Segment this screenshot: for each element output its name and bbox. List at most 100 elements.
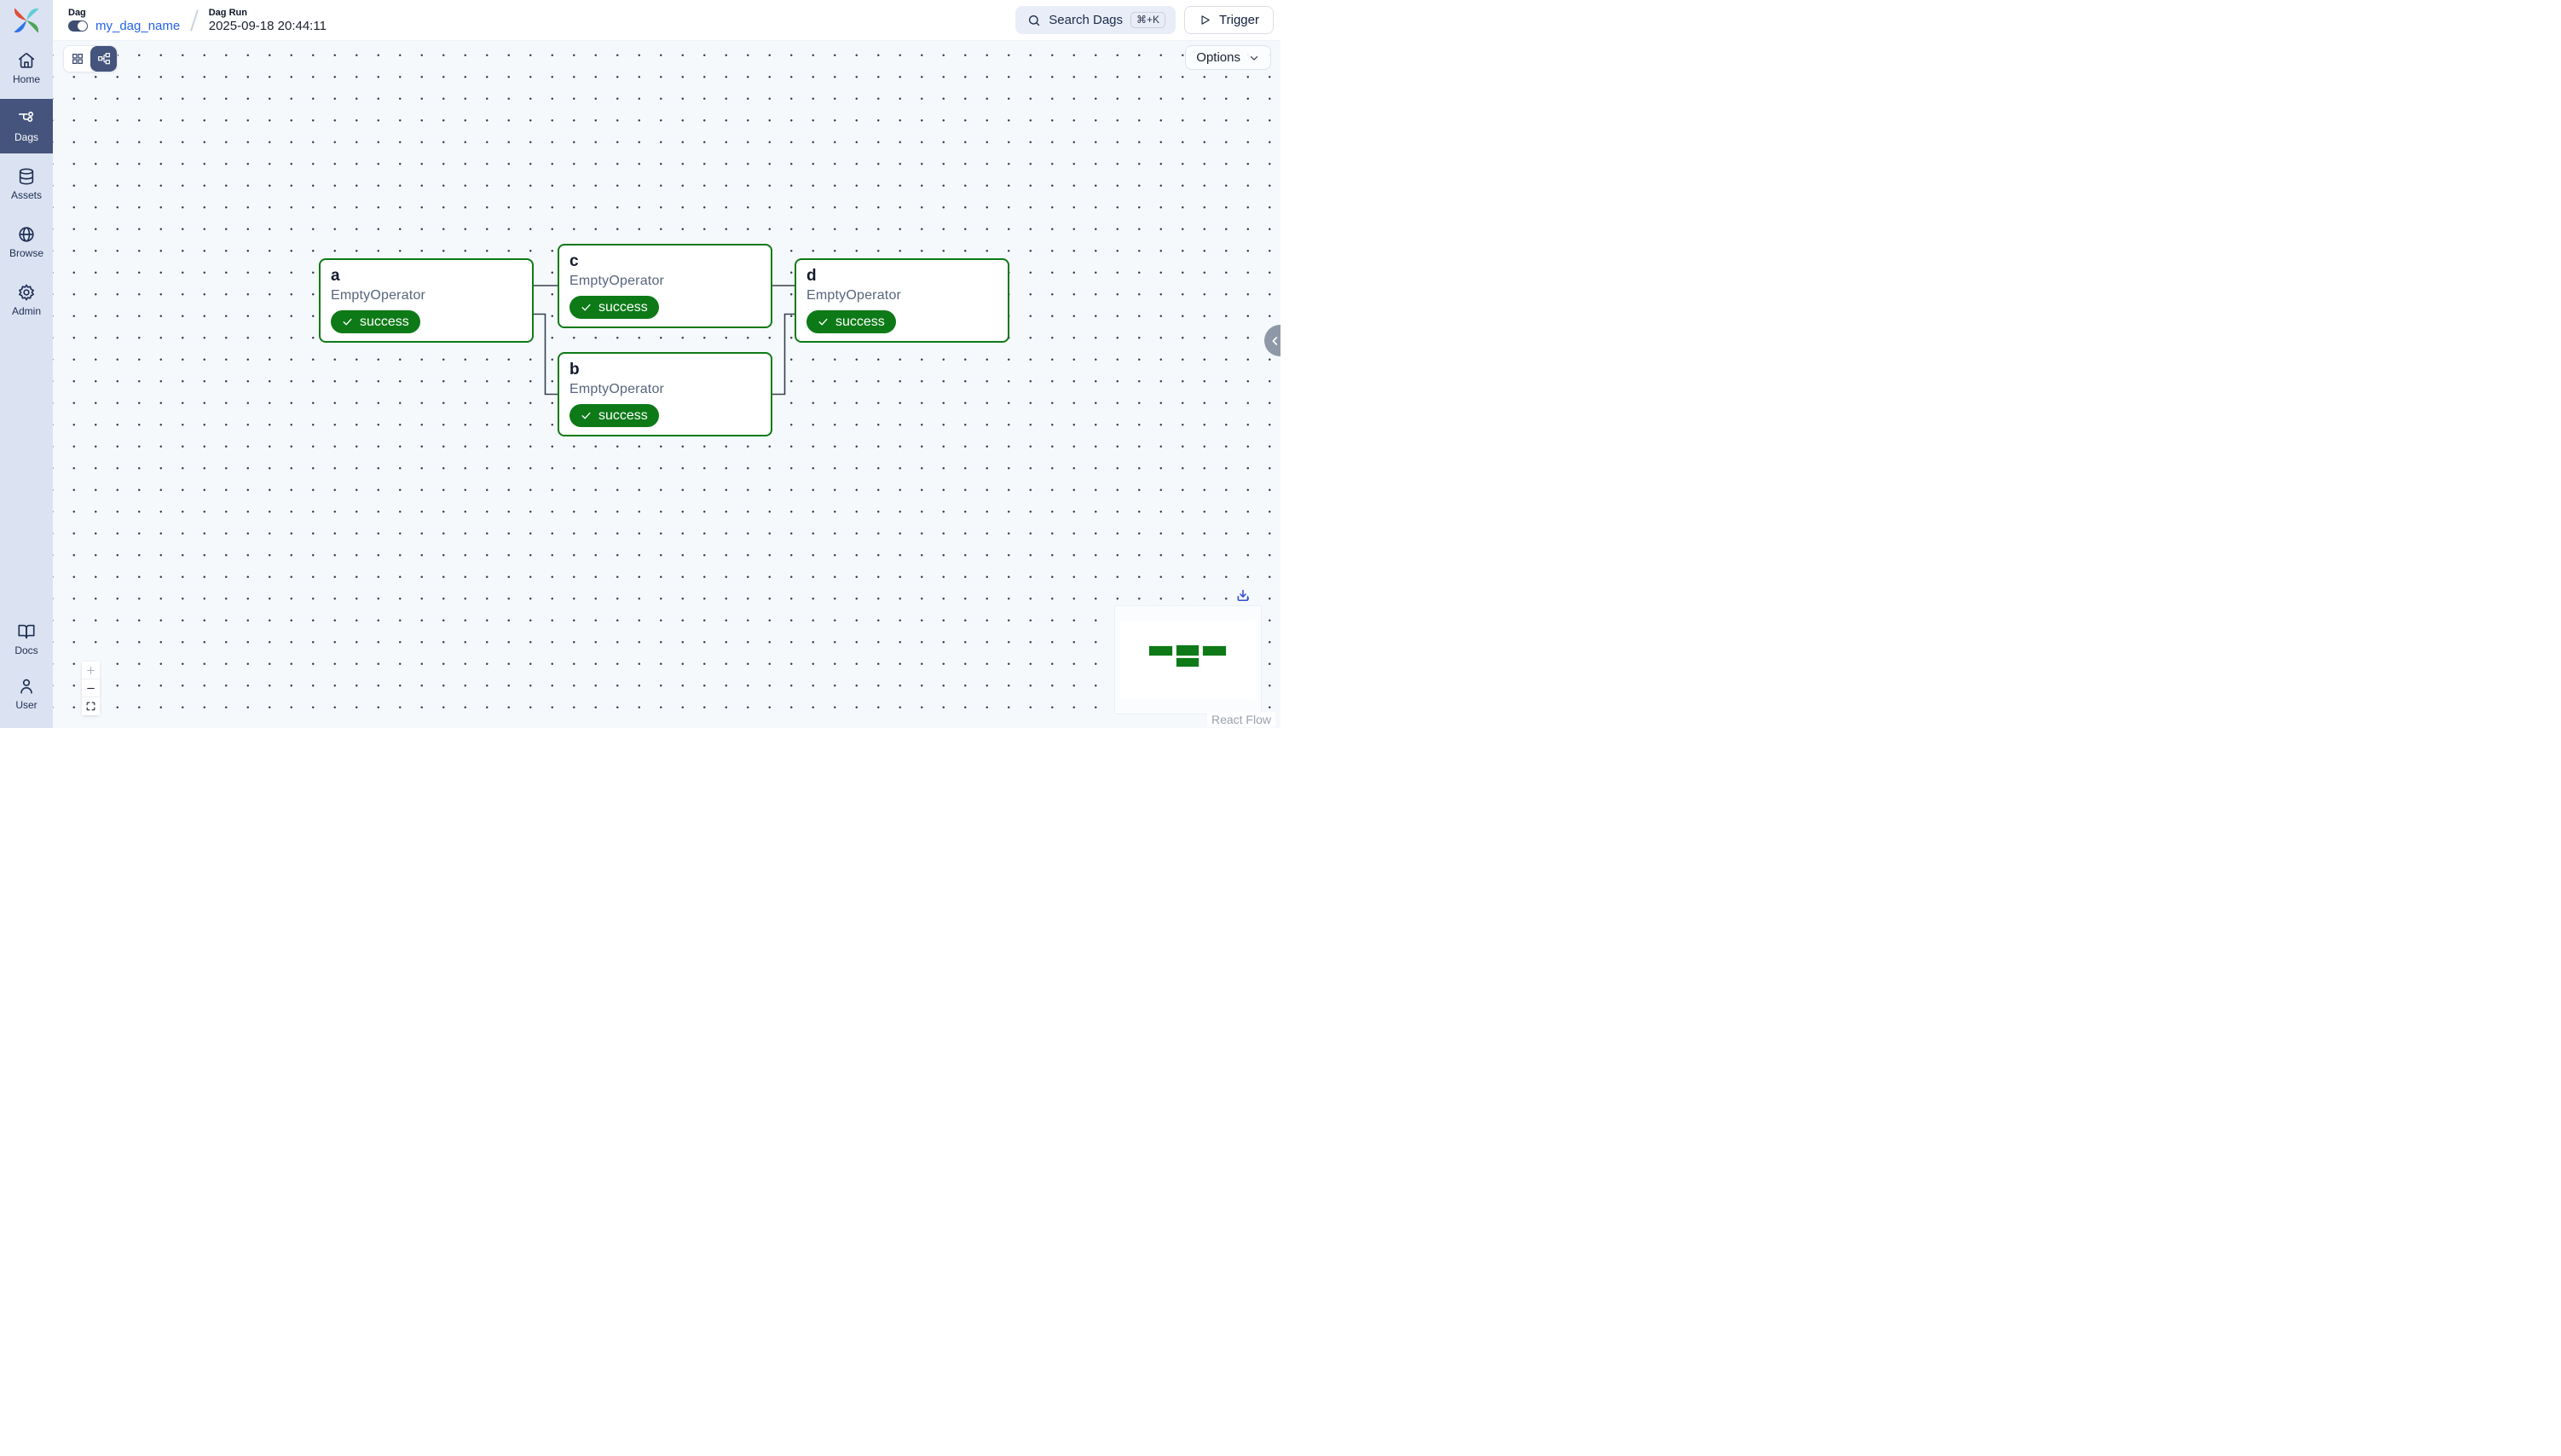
breadcrumb: Dag my_dag_name Dag Run 2025-09-18 20:44…: [68, 8, 327, 33]
sidebar-item-label: Home: [12, 73, 40, 85]
toggle-knob: [78, 21, 87, 31]
sidebar-item-user[interactable]: User: [0, 667, 53, 721]
task-operator: EmptyOperator: [569, 274, 665, 288]
search-shortcut-kbd: ⌘+K: [1130, 12, 1166, 28]
minimap[interactable]: [1115, 606, 1261, 714]
minimap-node-c: [1176, 644, 1200, 656]
breadcrumb-separator: [190, 9, 199, 32]
dag-run-timestamp: 2025-09-18 20:44:11: [208, 18, 327, 33]
trigger-label: Trigger: [1219, 13, 1259, 27]
fit-view-button[interactable]: [82, 697, 100, 715]
search-icon: [1029, 14, 1040, 26]
dag-pause-toggle[interactable]: [68, 20, 88, 32]
main-area: Dag my_dag_name Dag Run 2025-09-18 20:44…: [53, 0, 1280, 728]
dag-name-link[interactable]: my_dag_name: [95, 18, 181, 33]
sidebar-item-assets[interactable]: Assets: [0, 157, 53, 211]
minimap-node-b: [1176, 657, 1200, 667]
task-operator: EmptyOperator: [569, 382, 665, 396]
minimap-node-a: [1148, 645, 1173, 656]
sidebar-bottom-nav: Docs User: [0, 612, 53, 728]
sidebar: Home Dags Assets Browse Admin: [0, 0, 53, 728]
task-state-badge: success: [806, 310, 896, 333]
task-title: b: [569, 361, 580, 378]
task-title: d: [806, 267, 817, 285]
task-state-badge: success: [569, 296, 659, 319]
download-icon: [1237, 589, 1249, 601]
sidebar-item-label: Browse: [9, 247, 43, 259]
sidebar-item-dags[interactable]: Dags: [0, 99, 53, 153]
sidebar-item-docs[interactable]: Docs: [0, 612, 53, 667]
chevron-left-icon: [1272, 336, 1278, 345]
docs-icon: [18, 624, 35, 639]
zoom-in-button[interactable]: [82, 662, 100, 679]
sidebar-item-label: Dags: [14, 131, 38, 143]
dag-label: Dag: [68, 7, 86, 18]
download-image-button[interactable]: [1234, 587, 1252, 606]
zoom-out-button[interactable]: [82, 679, 100, 697]
header: Dag my_dag_name Dag Run 2025-09-18 20:44…: [53, 0, 1280, 41]
minus-icon: [87, 687, 95, 689]
header-actions: Search Dags ⌘+K Trigger: [1015, 6, 1274, 34]
admin-icon: [19, 284, 34, 301]
task-operator: EmptyOperator: [331, 288, 426, 303]
task-state-badge: success: [331, 310, 420, 333]
react-flow-attribution: React Flow: [1206, 712, 1275, 727]
graph-view-button[interactable]: [90, 46, 117, 72]
breadcrumb-dag: Dag my_dag_name: [68, 8, 180, 33]
check-icon: [581, 303, 591, 311]
breadcrumb-dag-run: Dag Run 2025-09-18 20:44:11: [209, 8, 327, 33]
sidebar-item-browse[interactable]: Browse: [0, 215, 53, 269]
task-state-label: success: [598, 299, 648, 315]
sidebar-item-label: Admin: [11, 305, 41, 317]
user-icon: [20, 679, 32, 694]
grid-icon: [72, 54, 83, 64]
airflow-pinwheel-icon: [14, 8, 39, 33]
graph-icon: [97, 53, 110, 65]
expand-panel-button[interactable]: [1264, 325, 1280, 356]
task-title: c: [569, 252, 579, 270]
search-label: Search Dags: [1049, 13, 1124, 27]
task-state-label: success: [360, 314, 409, 329]
minimap-node-d: [1202, 645, 1227, 656]
task-node-c[interactable]: c EmptyOperator success: [558, 244, 772, 328]
airflow-app: Home Dags Assets Browse Admin: [0, 0, 1280, 728]
options-label: Options: [1196, 50, 1240, 65]
view-toggle: [63, 45, 118, 72]
grid-view-button[interactable]: [64, 46, 90, 72]
task-operator: EmptyOperator: [806, 288, 902, 303]
check-icon: [343, 318, 352, 326]
check-icon: [818, 318, 828, 326]
task-state-label: success: [598, 407, 648, 423]
task-state-label: success: [835, 314, 885, 329]
airflow-logo: [0, 0, 53, 41]
chevron-down-icon: [1250, 55, 1258, 61]
browse-icon: [19, 227, 34, 242]
zoom-controls: [82, 662, 100, 715]
edge-a-b: [534, 313, 558, 396]
sidebar-item-label: User: [15, 699, 38, 711]
trigger-button[interactable]: Trigger: [1184, 6, 1274, 34]
task-node-d[interactable]: d EmptyOperator success: [795, 258, 1009, 343]
task-title: a: [331, 267, 340, 285]
search-dags-button[interactable]: Search Dags ⌘+K: [1015, 6, 1176, 34]
options-button[interactable]: Options: [1185, 45, 1271, 70]
graph-canvas[interactable]: Options a EmptyOperator success c: [53, 41, 1280, 728]
check-icon: [581, 412, 591, 419]
home-icon: [18, 53, 35, 68]
sidebar-spacer: [0, 331, 53, 612]
task-node-a[interactable]: a EmptyOperator success: [319, 258, 534, 343]
sidebar-item-admin[interactable]: Admin: [0, 273, 53, 327]
play-icon: [1201, 15, 1210, 25]
sidebar-item-label: Docs: [14, 644, 38, 656]
assets-icon: [19, 168, 34, 185]
edge-b-d: [772, 313, 795, 396]
plus-icon: [87, 666, 95, 674]
fit-view-icon: [86, 702, 95, 711]
task-state-badge: success: [569, 404, 659, 427]
dags-icon: [18, 111, 34, 122]
dag-run-label: Dag Run: [208, 7, 247, 18]
task-node-b[interactable]: b EmptyOperator success: [558, 352, 772, 436]
sidebar-item-home[interactable]: Home: [0, 41, 53, 95]
sidebar-item-label: Assets: [10, 189, 42, 201]
sidebar-nav: Home Dags Assets Browse Admin: [0, 41, 53, 331]
